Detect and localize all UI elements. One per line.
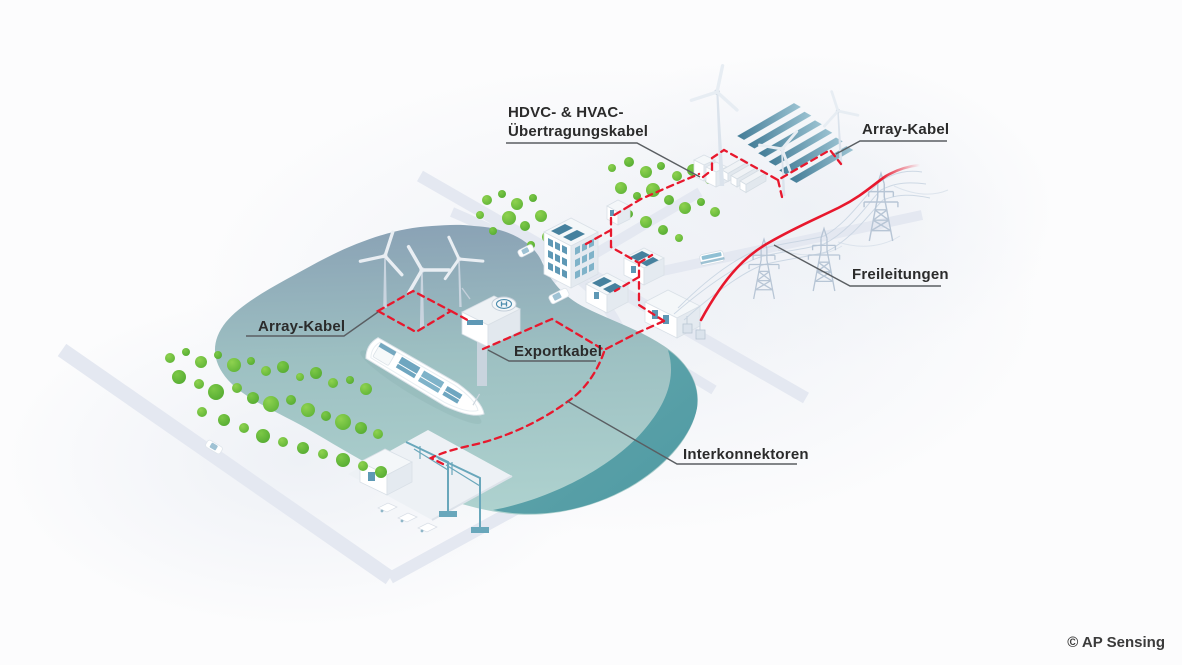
water-depth-edge — [493, 350, 698, 514]
solar-roof-house — [623, 247, 665, 286]
wind-turbine-icon — [758, 117, 814, 196]
utility-shed — [606, 199, 631, 226]
callout-array-cable-right: Array-Kabel — [862, 121, 950, 138]
callout-export-cable: Exportkabel — [514, 343, 603, 360]
callout-interconnectors: Interkonnektoren — [683, 446, 809, 463]
callout-transmission-cable: HDVC- & HVAC- Übertragungskabel — [508, 103, 648, 141]
callout-transmission-line2: Übertragungskabel — [508, 123, 649, 140]
office-building — [543, 217, 599, 289]
copyright-notice: © AP Sensing — [1067, 634, 1165, 651]
export-cable-dashed — [481, 317, 666, 352]
leader-overhead-lines — [773, 244, 941, 287]
bus-icon — [699, 250, 725, 266]
callout-leader-lines — [246, 140, 947, 465]
interconnector-cable-dashed — [428, 350, 606, 466]
car-icon — [517, 244, 535, 258]
leader-array-cable-left — [246, 311, 379, 337]
array-cable-onshore-dashed — [701, 148, 843, 199]
helipad-icon — [491, 296, 517, 312]
wind-turbine-icon — [689, 59, 748, 186]
tree-cluster-coast — [165, 348, 387, 478]
leader-interconnectors — [566, 400, 797, 465]
truck-icon — [377, 502, 438, 533]
wind-turbine-icon — [358, 223, 416, 308]
callout-array-cable-left: Array-Kabel — [258, 318, 346, 335]
overhead-line-red — [699, 163, 922, 322]
offshore-wind-turbines — [358, 223, 487, 328]
cable-routes — [375, 148, 843, 466]
callout-overhead-lines: Freileitungen — [852, 266, 949, 283]
port-facility — [348, 430, 513, 533]
water-body — [214, 224, 698, 515]
city-distribution-cables-dashed — [584, 172, 701, 323]
wind-turbine-icon — [386, 233, 451, 328]
wind-turbine-icon — [443, 235, 487, 307]
port-crane-icon — [437, 457, 489, 533]
cargo-ship — [360, 337, 485, 424]
callout-transmission-line1: HDVC- & HVAC- — [508, 104, 624, 121]
leader-export-cable — [487, 349, 596, 362]
offshore-substation-platform — [461, 287, 521, 386]
array-cable-offshore-dashed — [375, 289, 473, 334]
battery-containers — [721, 158, 767, 194]
leader-array-cable-right — [835, 140, 947, 155]
city-buildings — [205, 199, 725, 455]
car-icon — [205, 439, 223, 455]
van-icon — [548, 287, 570, 305]
leader-transmission-cable — [506, 142, 701, 178]
transmission-corridor — [673, 163, 949, 322]
